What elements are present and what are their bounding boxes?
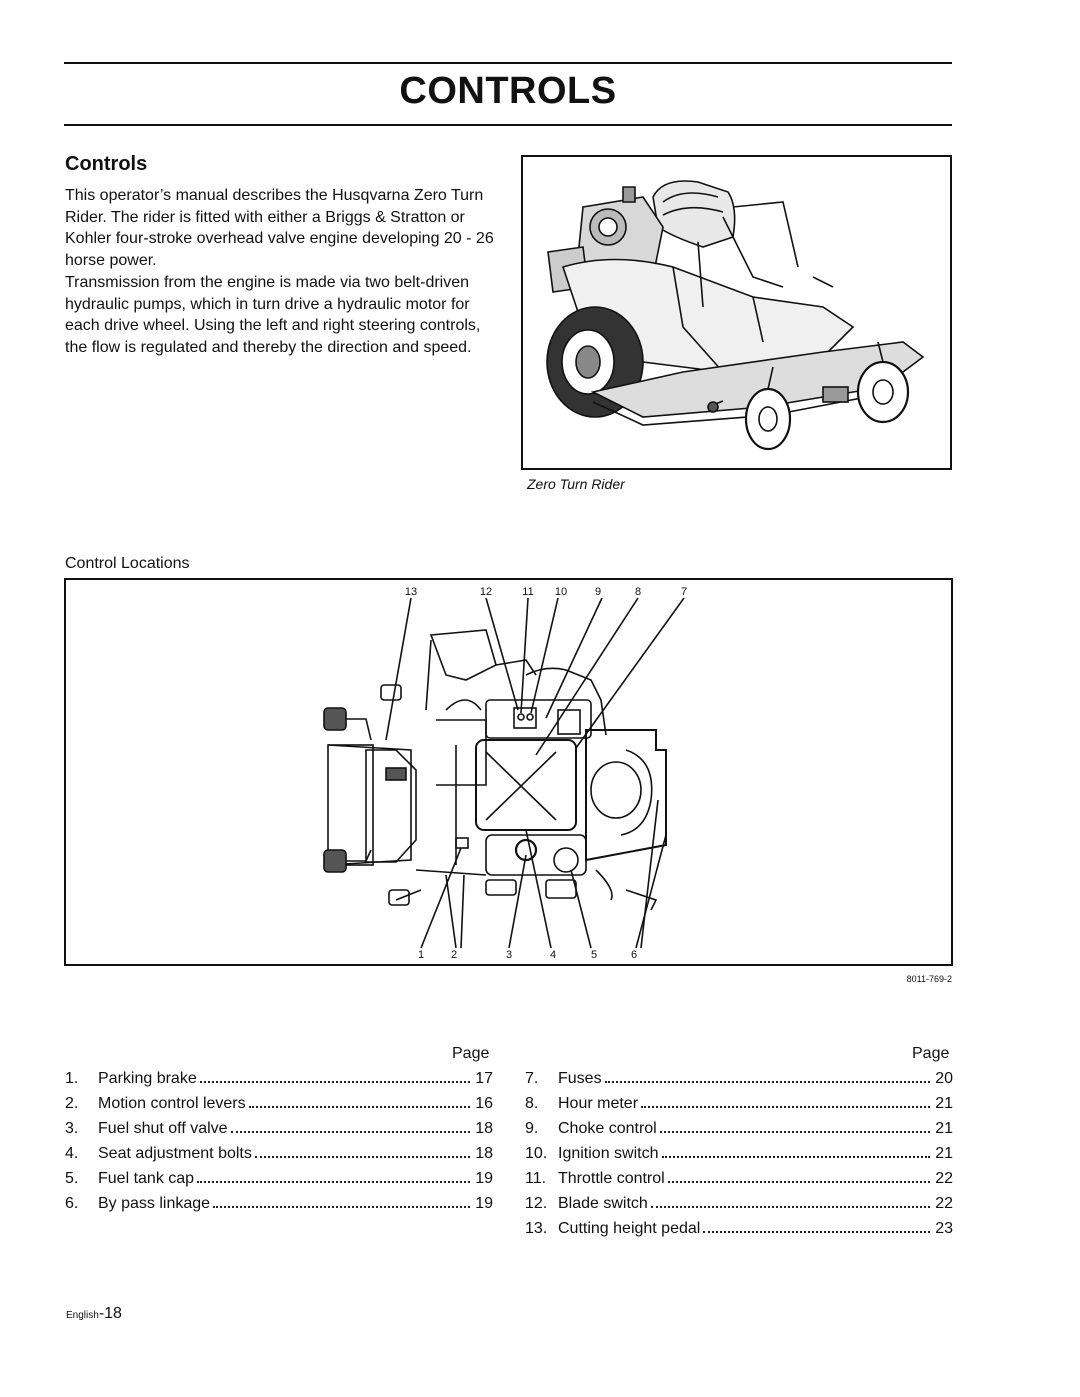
intro-paragraph-2: Transmission from the engine is made via… bbox=[65, 274, 481, 356]
callout-11: 11 bbox=[522, 586, 533, 598]
figure-caption: Zero Turn Rider bbox=[527, 476, 625, 492]
page-footer: English-18 bbox=[66, 1305, 122, 1323]
list-item: 11. Throttle control 22 bbox=[525, 1170, 953, 1195]
callout-2: 2 bbox=[451, 949, 457, 961]
item-page: 17 bbox=[475, 1070, 493, 1087]
item-label: Seat adjustment bolts bbox=[98, 1145, 252, 1162]
item-page: 16 bbox=[475, 1095, 493, 1112]
controls-list-right: 7. Fuses 20 8. Hour meter 21 9. Choke co… bbox=[525, 1070, 953, 1245]
item-number: 8. bbox=[525, 1095, 539, 1112]
list-item: 10. Ignition switch 21 bbox=[525, 1145, 953, 1170]
item-page: 22 bbox=[935, 1170, 953, 1187]
callout-4: 4 bbox=[550, 949, 556, 961]
item-page: 22 bbox=[935, 1195, 953, 1212]
dot-leader bbox=[254, 1156, 470, 1158]
item-number: 2. bbox=[65, 1095, 79, 1112]
dot-leader bbox=[213, 1206, 470, 1208]
list-item: 9. Choke control 21 bbox=[525, 1120, 953, 1145]
page-title: CONTROLS bbox=[399, 70, 617, 112]
item-page: 19 bbox=[475, 1195, 493, 1212]
item-label: By pass linkage bbox=[98, 1195, 211, 1212]
item-label: Hour meter bbox=[558, 1095, 639, 1112]
dot-leader bbox=[659, 1131, 930, 1133]
item-number: 4. bbox=[65, 1145, 79, 1162]
dot-leader bbox=[248, 1106, 470, 1108]
rider-illustration bbox=[521, 155, 952, 470]
top-view-drawing: 13 12 11 10 9 8 7 1 2 3 4 5 6 bbox=[323, 586, 687, 961]
page-header-left: Page bbox=[452, 1045, 490, 1062]
item-number: 9. bbox=[525, 1120, 539, 1137]
item-label: Fuel shut off valve bbox=[98, 1120, 228, 1137]
list-item: 4. Seat adjustment bolts 18 bbox=[65, 1145, 493, 1170]
control-locations-label: Control Locations bbox=[65, 555, 190, 572]
item-number: 12. bbox=[525, 1195, 548, 1212]
callout-7: 7 bbox=[681, 586, 687, 598]
page-header-right: Page bbox=[912, 1045, 950, 1062]
control-locations-diagram: 13 12 11 10 9 8 7 1 2 3 4 5 6 bbox=[64, 578, 953, 966]
dot-leader bbox=[197, 1181, 470, 1183]
item-number: 3. bbox=[65, 1120, 79, 1137]
item-number: 6. bbox=[65, 1195, 79, 1212]
callout-8: 8 bbox=[635, 586, 641, 598]
item-label: Choke control bbox=[558, 1120, 657, 1137]
list-item: 3. Fuel shut off valve 18 bbox=[65, 1120, 493, 1145]
footer-language: English bbox=[66, 1310, 99, 1321]
dot-leader bbox=[230, 1131, 470, 1133]
footer-page-number: -18 bbox=[98, 1305, 122, 1322]
dot-leader bbox=[661, 1156, 930, 1158]
list-item: 6. By pass linkage 19 bbox=[65, 1195, 493, 1220]
dot-leader bbox=[667, 1181, 930, 1183]
list-item: 7. Fuses 20 bbox=[525, 1070, 953, 1095]
item-label: Fuel tank cap bbox=[98, 1170, 195, 1187]
list-item: 5. Fuel tank cap 19 bbox=[65, 1170, 493, 1195]
item-number: 1. bbox=[65, 1070, 79, 1087]
top-rule bbox=[64, 62, 952, 64]
list-item: 2. Motion control levers 16 bbox=[65, 1095, 493, 1120]
callout-13: 13 bbox=[405, 586, 417, 598]
item-label: Throttle control bbox=[558, 1170, 665, 1187]
item-label: Ignition switch bbox=[558, 1145, 659, 1162]
item-page: 21 bbox=[935, 1095, 953, 1112]
rider-drawing bbox=[546, 180, 925, 451]
callout-6: 6 bbox=[631, 949, 637, 961]
list-item: 8. Hour meter 21 bbox=[525, 1095, 953, 1120]
intro-paragraph-1: This operator’s manual describes the Hus… bbox=[65, 187, 494, 269]
item-page: 18 bbox=[475, 1145, 493, 1162]
item-label: Parking brake bbox=[98, 1070, 197, 1087]
callout-10: 10 bbox=[555, 586, 567, 598]
item-number: 13. bbox=[525, 1220, 548, 1237]
item-page: 21 bbox=[935, 1120, 953, 1137]
item-label: Fuses bbox=[558, 1070, 602, 1087]
dot-leader bbox=[199, 1081, 470, 1083]
item-label: Blade switch bbox=[558, 1195, 648, 1212]
list-item: 12. Blade switch 22 bbox=[525, 1195, 953, 1220]
item-label: Motion control levers bbox=[98, 1095, 246, 1112]
item-page: 18 bbox=[475, 1120, 493, 1137]
list-item: 1. Parking brake 17 bbox=[65, 1070, 493, 1095]
item-label: Cutting height pedal bbox=[558, 1220, 701, 1237]
part-code: 8011-769-2 bbox=[906, 974, 952, 984]
controls-list-left: 1. Parking brake 17 2. Motion control le… bbox=[65, 1070, 493, 1220]
item-page: 19 bbox=[475, 1170, 493, 1187]
callout-5: 5 bbox=[591, 949, 597, 961]
callout-9: 9 bbox=[595, 586, 601, 598]
callout-3: 3 bbox=[506, 949, 512, 961]
dot-leader bbox=[604, 1081, 930, 1083]
item-number: 11. bbox=[525, 1170, 547, 1187]
callout-12: 12 bbox=[480, 586, 492, 598]
item-page: 21 bbox=[935, 1145, 953, 1162]
item-number: 10. bbox=[525, 1145, 548, 1162]
dot-leader bbox=[641, 1106, 930, 1108]
title-rule bbox=[64, 124, 952, 126]
list-item: 13. Cutting height pedal 23 bbox=[525, 1220, 953, 1245]
item-number: 5. bbox=[65, 1170, 79, 1187]
dot-leader bbox=[703, 1231, 930, 1233]
callout-1: 1 bbox=[418, 949, 424, 961]
item-number: 7. bbox=[525, 1070, 539, 1087]
dot-leader bbox=[650, 1206, 930, 1208]
item-page: 20 bbox=[935, 1070, 953, 1087]
section-heading: Controls bbox=[65, 153, 148, 175]
item-page: 23 bbox=[935, 1220, 953, 1237]
